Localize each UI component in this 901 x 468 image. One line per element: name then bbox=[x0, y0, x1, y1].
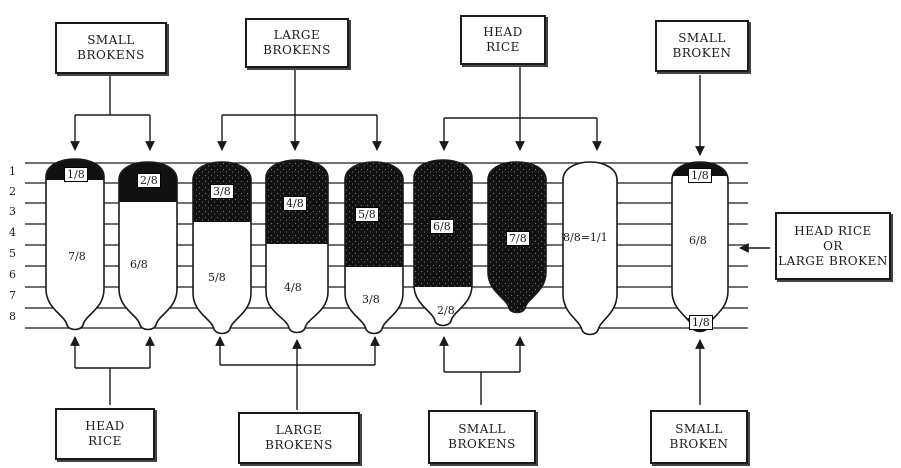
grain-9-bottom-fraction: 1/8 bbox=[689, 315, 713, 330]
grain-1-outline bbox=[46, 159, 104, 330]
side-label-head-rice-or-large-broken: HEAD RICE OR LARGE BROKEN bbox=[775, 212, 891, 280]
top-label-small-broken: SMALL BROKEN bbox=[655, 20, 749, 72]
label-line: LARGE BROKEN bbox=[778, 254, 888, 269]
label-line: HEAD RICE bbox=[794, 224, 872, 239]
grain-8 bbox=[563, 162, 617, 335]
row-number: 3 bbox=[9, 205, 16, 218]
grain-1-dark-fraction: 1/8 bbox=[64, 167, 88, 182]
row-number: 7 bbox=[9, 289, 16, 302]
bottom-connectors bbox=[75, 337, 700, 410]
label-line: SMALL bbox=[458, 422, 506, 437]
top-label-large-brokens: LARGE BROKENS bbox=[245, 18, 349, 68]
label-line: LARGE bbox=[274, 28, 321, 43]
label-line: SMALL bbox=[675, 422, 723, 437]
label-line: SMALL bbox=[678, 31, 726, 46]
row-number: 4 bbox=[9, 226, 16, 239]
grain-2-light-fraction: 6/8 bbox=[130, 258, 148, 271]
label-line: RICE bbox=[486, 40, 520, 55]
row-number: 1 bbox=[9, 165, 16, 178]
row-number: 5 bbox=[9, 247, 16, 260]
bottom-label-small-brokens: SMALL BROKENS bbox=[428, 410, 536, 464]
label-line: BROKENS bbox=[265, 438, 333, 453]
grain-4 bbox=[264, 152, 330, 333]
grain-3 bbox=[191, 154, 253, 334]
label-line: HEAD bbox=[483, 25, 523, 40]
grain-9-light-fraction: 6/8 bbox=[689, 234, 707, 247]
top-connectors bbox=[75, 65, 700, 155]
grain-5-light-fraction: 3/8 bbox=[362, 293, 380, 306]
grain-6-light-fraction: 2/8 bbox=[437, 304, 455, 317]
label-line: BROKENS bbox=[448, 437, 516, 452]
grain-7-dark-fraction: 7/8 bbox=[506, 231, 530, 246]
bottom-label-head-rice: HEAD RICE bbox=[55, 408, 155, 460]
label-line: OR bbox=[823, 239, 843, 254]
grain-5-dark-fraction: 5/8 bbox=[355, 207, 379, 222]
grain-8-light-fraction: 8/8=1/1 bbox=[563, 231, 608, 244]
top-label-head-rice: HEAD RICE bbox=[460, 15, 546, 65]
label-line: RICE bbox=[88, 434, 122, 449]
grain-5 bbox=[343, 154, 405, 334]
grain-3-dark-fraction: 3/8 bbox=[210, 184, 234, 199]
bottom-label-small-broken: SMALL BROKEN bbox=[650, 410, 748, 464]
label-line: HEAD bbox=[85, 419, 125, 434]
label-line: BROKENS bbox=[263, 43, 331, 58]
grain-4-dark-fraction: 4/8 bbox=[283, 196, 307, 211]
grain-4-light-fraction: 4/8 bbox=[284, 281, 302, 294]
grain-1-light-fraction: 7/8 bbox=[68, 250, 86, 263]
label-line: BROKEN bbox=[670, 437, 729, 452]
row-number: 8 bbox=[9, 310, 16, 323]
label-line: SMALL bbox=[87, 33, 135, 48]
label-line: LARGE bbox=[276, 423, 323, 438]
grain-8-outline bbox=[563, 162, 617, 335]
label-line: BROKEN bbox=[673, 46, 732, 61]
grain-3-light-fraction: 5/8 bbox=[208, 271, 226, 284]
grain-2-dark-fraction: 2/8 bbox=[137, 173, 161, 188]
grain-9-dark-fraction: 1/8 bbox=[688, 168, 712, 183]
row-number: 6 bbox=[9, 268, 16, 281]
bottom-label-large-brokens: LARGE BROKENS bbox=[238, 412, 360, 464]
label-line: BROKENS bbox=[77, 48, 145, 63]
grain-6-dark-fraction: 6/8 bbox=[430, 219, 454, 234]
grain-6 bbox=[412, 152, 474, 326]
top-label-small-brokens: SMALL BROKENS bbox=[55, 22, 167, 74]
row-number: 2 bbox=[9, 185, 16, 198]
